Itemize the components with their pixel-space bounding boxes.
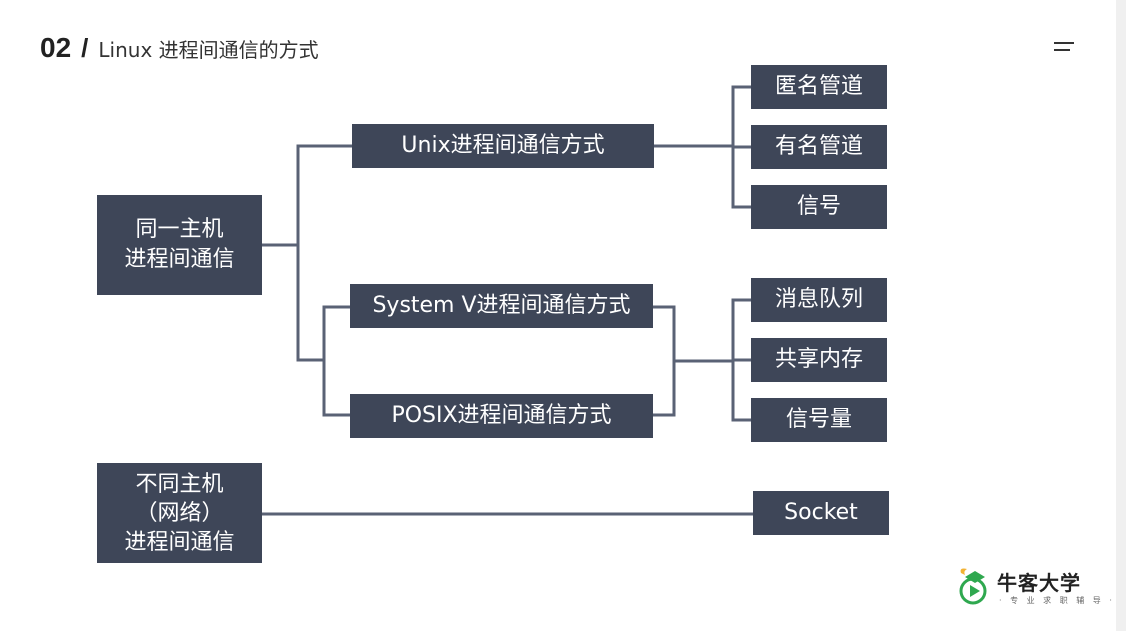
logo-mark-icon <box>959 568 987 605</box>
same-host-line2: 进程间通信 <box>124 247 235 272</box>
system-v-ipc-node: System V进程间通信方式 <box>350 284 653 328</box>
connector-samehost-branch <box>296 144 352 362</box>
same-host-line1: 同一主机 <box>135 217 224 242</box>
slide-title: Linux 进程间通信的方式 <box>98 38 319 62</box>
diff-host-line2: （网络） <box>135 500 224 526</box>
unix-ipc-node: Unix进程间通信方式 <box>352 124 654 168</box>
diff-host-line1: 不同主机 <box>135 471 224 497</box>
connector-sysv-posix-right <box>653 305 676 417</box>
logo-name: 牛客大学 <box>997 571 1081 595</box>
signal-node: 信号 <box>751 185 887 229</box>
slide-edge <box>1116 0 1126 631</box>
message-queue-node: 消息队列 <box>751 278 887 322</box>
named-pipe-node: 有名管道 <box>751 125 887 169</box>
section-slash: / <box>81 33 89 63</box>
section-number: 02 <box>40 32 72 63</box>
slide-header: 02 / Linux 进程间通信的方式 <box>40 32 319 68</box>
posix-ipc-node: POSIX进程间通信方式 <box>350 394 653 438</box>
menu-icon[interactable] <box>1054 42 1074 52</box>
shared-memory-node: 共享内存 <box>751 338 887 382</box>
nowcoder-logo: 牛客大学 · 专 业 求 职 辅 导 · <box>955 565 1112 609</box>
diff-host-line3: 进程间通信 <box>124 529 235 555</box>
semaphore-node: 信号量 <box>751 398 887 442</box>
connector-sysv-posix <box>322 305 350 417</box>
logo-tagline: · 专 业 求 职 辅 导 · <box>999 596 1115 605</box>
socket-node: Socket <box>753 491 889 535</box>
same-host-node: 同一主机 进程间通信 <box>97 195 262 295</box>
different-host-node: 不同主机 （网络） 进程间通信 <box>97 463 262 563</box>
anonymous-pipe-node: 匿名管道 <box>751 65 887 109</box>
